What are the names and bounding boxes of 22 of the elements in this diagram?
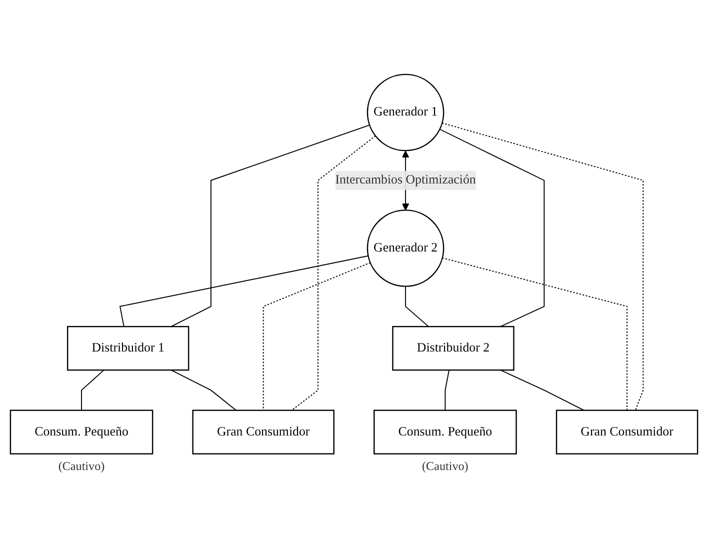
connector — [441, 122, 644, 411]
node-box: Gran Consumidor — [555, 410, 698, 454]
connector — [404, 286, 428, 328]
connector — [438, 128, 544, 328]
connector — [80, 370, 104, 411]
node-caption: (Cautivo) — [58, 458, 104, 473]
node-box: Distribuidor 1 — [66, 326, 189, 371]
node-box: Gran Consumidor — [192, 410, 334, 454]
connector — [441, 257, 628, 411]
connector — [444, 370, 450, 411]
edge-label: Intercambios Optimización — [334, 173, 476, 187]
connector — [262, 262, 370, 411]
connector — [170, 370, 236, 411]
node-caption: (Cautivo) — [422, 458, 468, 473]
node-circle: Generador 2 — [366, 210, 444, 287]
node-box: Distribuidor 2 — [392, 326, 514, 371]
connector — [290, 135, 376, 411]
connector — [118, 255, 368, 328]
node-box: Consum. Pequeño — [373, 410, 516, 454]
node-circle: Generador 1 — [366, 74, 444, 152]
node-box: Consum. Pequeño — [9, 410, 153, 454]
connector — [170, 124, 370, 328]
